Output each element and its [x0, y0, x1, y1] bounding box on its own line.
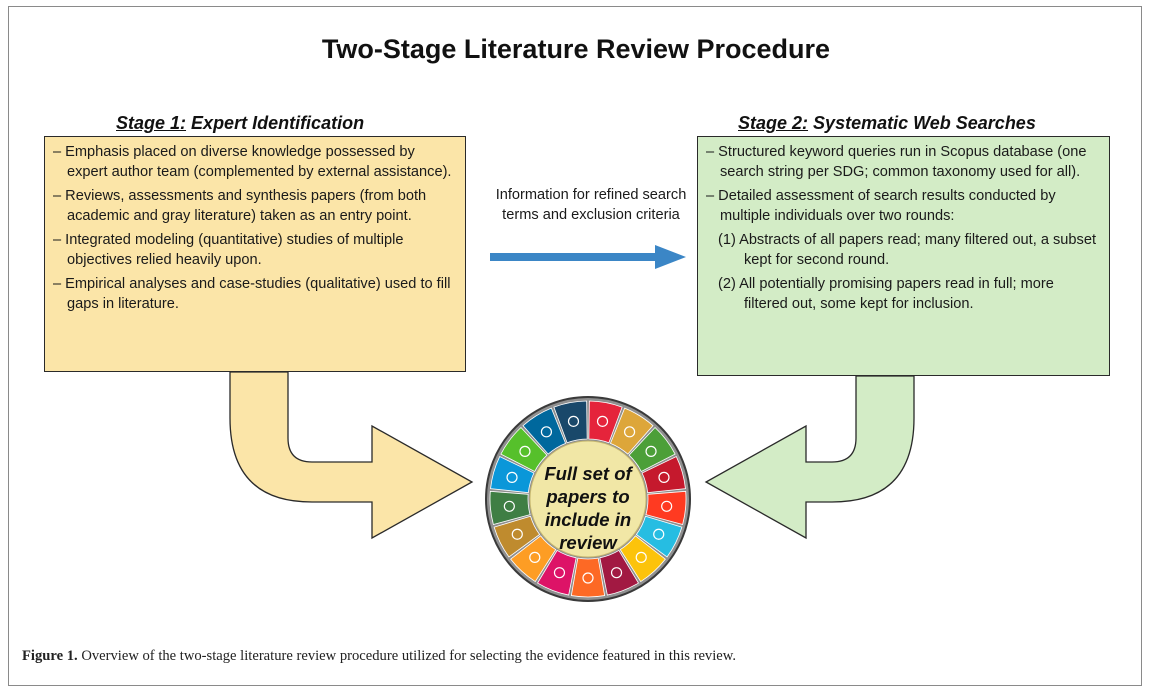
- caption-text: Overview of the two-stage literature rev…: [77, 648, 737, 664]
- sdg-wheel-icon: [485, 396, 691, 602]
- sdg-segment: [645, 490, 687, 525]
- figure-caption: Figure 1. Overview of the two-stage lite…: [22, 648, 736, 665]
- sdg-segment: [493, 515, 541, 558]
- stage1-title: Expert Identification: [191, 113, 365, 133]
- sdg-segment: [500, 426, 548, 473]
- stage1-heading: Stage 1: Expert Identification: [116, 113, 364, 134]
- sdg-segment-glyph: [596, 415, 609, 427]
- stage1-item: – Empirical analyses and case-studies (q…: [53, 276, 451, 312]
- stage1-label: Stage 1:: [116, 113, 187, 133]
- sdg-segment-glyph: [582, 572, 594, 584]
- stage1-item: – Reviews, assessments and synthesis pap…: [53, 188, 427, 224]
- stage2-box: – Structured keyword queries run in Scop…: [697, 136, 1110, 376]
- sdg-segment: [570, 557, 606, 598]
- stage2-subitem: (2) All potentially promising papers rea…: [718, 276, 1054, 312]
- sdg-segment-glyph: [529, 551, 541, 563]
- sdg-segment: [522, 407, 567, 455]
- sdg-segment-glyph: [658, 471, 670, 483]
- caption-label: Figure 1.: [22, 648, 78, 664]
- sdg-segment: [635, 515, 683, 558]
- stage1-box: – Emphasis placed on diverse knowledge p…: [44, 136, 466, 372]
- info-arrow: [490, 245, 686, 269]
- stage2-item: – Structured keyword queries run in Scop…: [706, 144, 1087, 180]
- sdg-segment-glyph: [519, 445, 531, 457]
- sdg-segment-glyph: [553, 567, 566, 579]
- stage2-flow-arrow: [704, 375, 915, 540]
- stage1-item: – Emphasis placed on diverse knowledge p…: [53, 144, 452, 180]
- sdg-segment-glyph: [661, 500, 673, 512]
- figure-frame: [8, 6, 1142, 686]
- sdg-segment: [553, 400, 588, 444]
- stage2-item: – Detailed assessment of search results …: [706, 188, 1056, 224]
- center-label: Full set of papers to include in review: [544, 463, 632, 553]
- stage1-flow-arrow: [229, 371, 474, 540]
- sdg-segment-glyph: [503, 500, 515, 512]
- diagram-title: Two-Stage Literature Review Procedure: [321, 34, 831, 64]
- stage2-subitem: (1) Abstracts of all papers read; many f…: [718, 232, 1097, 268]
- stage1-item: – Integrated modeling (quantitative) stu…: [53, 232, 404, 268]
- sdg-segment-glyph: [635, 551, 647, 563]
- stage2-label: Stage 2:: [738, 113, 809, 133]
- sdg-segment-glyph: [623, 426, 636, 438]
- sdg-segment: [588, 400, 623, 444]
- info-arrow-label: Information for refined search terms and…: [495, 187, 687, 223]
- sdg-segment: [641, 456, 686, 494]
- sdg-segment-glyph: [645, 445, 657, 457]
- stage2-heading: Stage 2: Systematic Web Searches: [738, 113, 1036, 134]
- sdg-segment: [537, 549, 577, 596]
- sdg-segment: [490, 456, 535, 494]
- sdg-segment: [510, 535, 557, 583]
- sdg-segment: [599, 549, 639, 596]
- sdg-segment-glyph: [540, 426, 553, 438]
- sdg-segment-glyph: [653, 528, 665, 540]
- sdg-segment-glyph: [567, 415, 580, 427]
- stage2-title: Systematic Web Searches: [813, 113, 1036, 133]
- sdg-segment: [489, 490, 531, 525]
- sdg-segment: [628, 426, 676, 473]
- sdg-segment-glyph: [506, 471, 518, 483]
- sdg-segment: [609, 407, 654, 455]
- sdg-segment-glyph: [511, 528, 523, 540]
- sdg-segment: [619, 535, 666, 583]
- sdg-segment-glyph: [610, 567, 623, 579]
